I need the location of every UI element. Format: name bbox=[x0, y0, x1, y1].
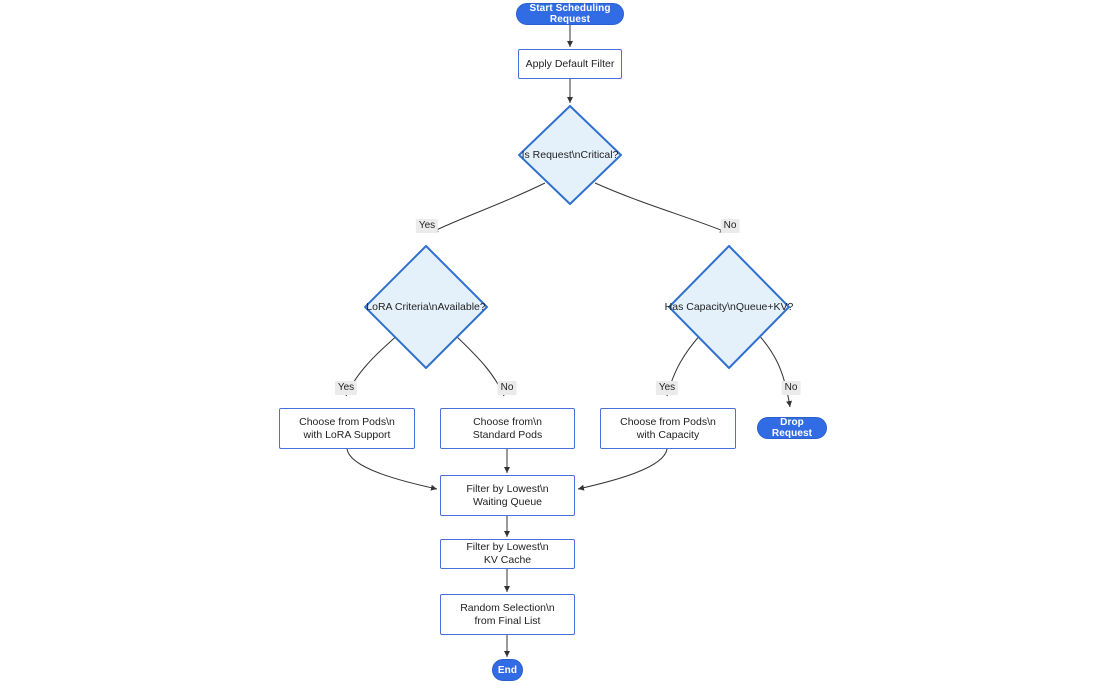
edge-label-has_capacity-no: No bbox=[781, 381, 801, 395]
node-label-is_request_critical: Is Request\nCritical? bbox=[521, 148, 619, 161]
node-label-has_capacity: Has Capacity\nQueue+KV? bbox=[664, 300, 794, 313]
node-has_capacity[interactable]: Has Capacity\nQueue+KV? bbox=[665, 245, 793, 369]
node-is_request_critical[interactable]: Is Request\nCritical? bbox=[518, 105, 622, 205]
edge-label-is_request_critical-no: No bbox=[720, 219, 740, 233]
node-apply_default_filter[interactable]: Apply Default Filter bbox=[518, 49, 622, 79]
node-drop_request[interactable]: Drop Request bbox=[757, 417, 827, 439]
flowchart-edge-is_request_critical-to-lora_criteria_available bbox=[431, 182, 546, 233]
edge-label-lora_criteria_available-no: No bbox=[497, 381, 517, 395]
node-start[interactable]: Start Scheduling Request bbox=[516, 3, 624, 25]
diamond-shape-has_capacity bbox=[668, 245, 790, 369]
node-label-apply_default_filter: Apply Default Filter bbox=[525, 57, 615, 70]
node-end[interactable]: End bbox=[492, 659, 523, 681]
flowchart-edge-has_capacity-to-drop_request bbox=[756, 332, 792, 408]
node-label-drop_request: Drop Request bbox=[771, 417, 813, 439]
flowchart-edge-choose_lora_pods-to-filter_waiting_queue bbox=[346, 448, 438, 491]
flowchart-edge-is_request_critical-to-has_capacity bbox=[594, 182, 727, 233]
diamond-shape-is_request_critical bbox=[518, 105, 622, 205]
node-label-lora_criteria_available: LoRA Criteria\nAvailable? bbox=[366, 300, 486, 313]
node-label-start: Start Scheduling Request bbox=[529, 3, 611, 25]
edge-label-has_capacity-yes: Yes bbox=[655, 381, 679, 395]
diamond-shape-lora_criteria_available bbox=[364, 245, 488, 369]
edge-label-lora_criteria_available-yes: Yes bbox=[334, 381, 358, 395]
edge-label-is_request_critical-yes: Yes bbox=[415, 219, 439, 233]
node-label-end: End bbox=[497, 664, 518, 676]
flowchart-edge-choose_capacity_pods-to-filter_waiting_queue bbox=[577, 448, 668, 491]
node-lora_criteria_available[interactable]: LoRA Criteria\nAvailable? bbox=[364, 245, 488, 369]
